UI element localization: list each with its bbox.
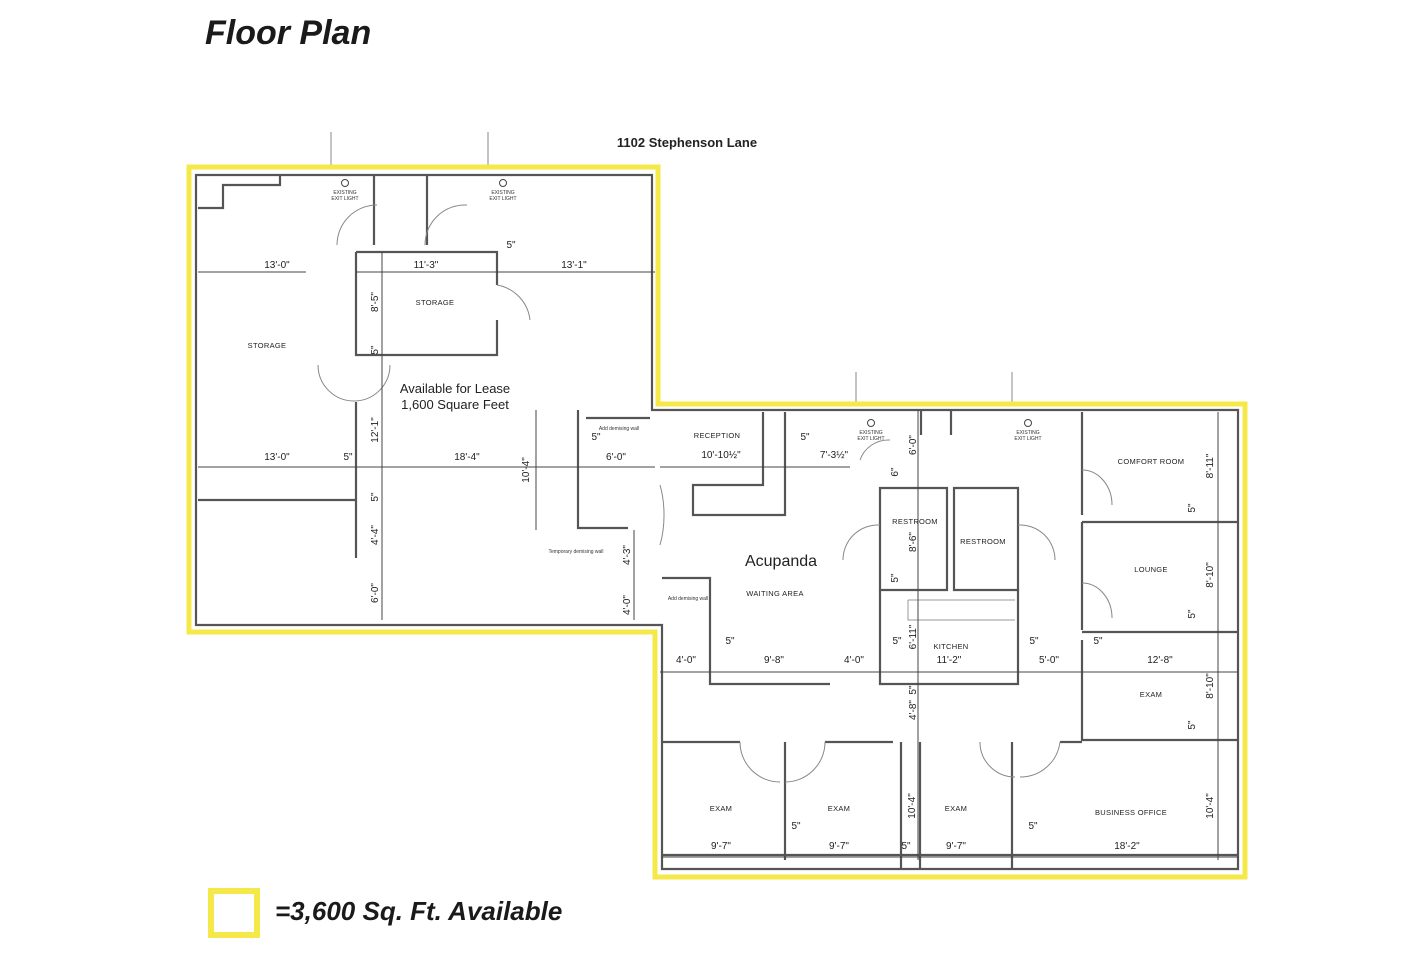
doors bbox=[317, 132, 1113, 783]
svg-text:EXIT LIGHT: EXIT LIGHT bbox=[489, 196, 516, 202]
svg-text:10'-10½": 10'-10½" bbox=[701, 450, 741, 461]
annotation-notes: Add demising wall Temporary demising wal… bbox=[548, 426, 708, 602]
svg-text:5": 5" bbox=[890, 573, 901, 583]
svg-text:6": 6" bbox=[890, 467, 901, 477]
svg-text:5": 5" bbox=[1028, 821, 1038, 832]
svg-text:11'-2": 11'-2" bbox=[937, 655, 962, 666]
svg-text:5": 5" bbox=[908, 685, 919, 695]
vertical-dimensions: 8'-5" 5" 12'-1" 5" 4'-4" 6'-0" 10'-4" 4'… bbox=[370, 292, 1216, 819]
svg-text:9'-7": 9'-7" bbox=[946, 841, 966, 852]
svg-text:Temporary demising wall: Temporary demising wall bbox=[548, 549, 603, 555]
svg-text:5": 5" bbox=[800, 432, 810, 443]
svg-text:5": 5" bbox=[506, 240, 516, 251]
svg-text:EXISTING: EXISTING bbox=[333, 190, 356, 196]
svg-text:8'-10": 8'-10" bbox=[1205, 562, 1216, 588]
room-label: WAITING AREA bbox=[746, 589, 804, 598]
svg-text:Add demising wall: Add demising wall bbox=[599, 426, 639, 432]
svg-text:9'-7": 9'-7" bbox=[711, 841, 731, 852]
room-label: STORAGE bbox=[416, 298, 455, 307]
svg-text:13'-1": 13'-1" bbox=[561, 260, 587, 271]
svg-text:11'-3": 11'-3" bbox=[414, 260, 439, 271]
svg-text:5": 5" bbox=[343, 452, 353, 463]
svg-text:12'-1": 12'-1" bbox=[370, 417, 381, 443]
room-label: RESTROOM bbox=[892, 517, 938, 526]
room-label: RECEPTION bbox=[694, 431, 740, 440]
svg-text:12'-8": 12'-8" bbox=[1147, 655, 1173, 666]
svg-text:8'-10": 8'-10" bbox=[1205, 673, 1216, 699]
room-label: STORAGE bbox=[248, 341, 287, 350]
legend-label: =3,600 Sq. Ft. Available bbox=[275, 896, 563, 926]
room-label: EXAM bbox=[828, 804, 850, 813]
svg-text:6'-11": 6'-11" bbox=[908, 624, 919, 649]
svg-text:4'-4": 4'-4" bbox=[370, 525, 381, 545]
room-label: EXAM bbox=[945, 804, 967, 813]
svg-text:EXISTING: EXISTING bbox=[1016, 430, 1039, 436]
svg-text:6'-0": 6'-0" bbox=[908, 435, 919, 455]
room-label: KITCHEN bbox=[933, 642, 968, 651]
svg-text:Add demising wall: Add demising wall bbox=[668, 596, 708, 602]
horizontal-dimensions: 13'-0" 11'-3" 13'-1" 5" 13'-0" 5" 18'-4"… bbox=[264, 240, 1173, 852]
svg-text:EXIT LIGHT: EXIT LIGHT bbox=[1014, 436, 1041, 442]
room-label: COMFORT ROOM bbox=[1118, 457, 1185, 466]
room-label: LOUNGE bbox=[1134, 565, 1167, 574]
svg-text:4'-3": 4'-3" bbox=[622, 545, 633, 565]
room-labels: STORAGE STORAGE RECEPTION WAITING AREA R… bbox=[248, 298, 1185, 817]
room-label: EXAM bbox=[1140, 690, 1162, 699]
svg-text:EXIT LIGHT: EXIT LIGHT bbox=[331, 196, 358, 202]
svg-text:4'-0": 4'-0" bbox=[844, 655, 864, 666]
tenant-label: Acupanda bbox=[745, 553, 817, 570]
svg-text:5": 5" bbox=[1187, 609, 1198, 619]
svg-text:EXISTING: EXISTING bbox=[859, 430, 882, 436]
svg-text:4'-0": 4'-0" bbox=[622, 595, 633, 615]
address-label: 1102 Stephenson Lane bbox=[617, 135, 757, 150]
svg-text:5": 5" bbox=[791, 821, 801, 832]
lease-note-line1: Available for Lease bbox=[400, 381, 510, 396]
svg-text:5": 5" bbox=[591, 432, 601, 443]
room-label: RESTROOM bbox=[960, 537, 1006, 546]
svg-text:7'-3½": 7'-3½" bbox=[820, 450, 849, 461]
svg-text:5": 5" bbox=[892, 636, 902, 647]
svg-text:5": 5" bbox=[725, 636, 735, 647]
lease-note-line2: 1,600 Square Feet bbox=[401, 397, 509, 412]
svg-text:4'-0": 4'-0" bbox=[676, 655, 696, 666]
svg-text:9'-7": 9'-7" bbox=[829, 841, 849, 852]
svg-text:6'-0": 6'-0" bbox=[370, 583, 381, 603]
page-title: Floor Plan bbox=[205, 14, 372, 52]
svg-text:5": 5" bbox=[901, 841, 911, 852]
walls bbox=[189, 168, 1240, 871]
svg-text:18'-2": 18'-2" bbox=[1114, 841, 1140, 852]
svg-text:18'-4": 18'-4" bbox=[454, 452, 480, 463]
svg-text:5'-0": 5'-0" bbox=[1039, 655, 1059, 666]
legend-swatch bbox=[208, 888, 260, 938]
svg-text:5": 5" bbox=[1187, 720, 1198, 730]
svg-text:10'-4": 10'-4" bbox=[521, 457, 532, 483]
svg-text:EXIT LIGHT: EXIT LIGHT bbox=[857, 436, 884, 442]
room-label: BUSINESS OFFICE bbox=[1095, 808, 1167, 817]
svg-text:13'-0": 13'-0" bbox=[264, 452, 290, 463]
available-area-outline bbox=[186, 164, 1248, 880]
dimension-lines bbox=[198, 252, 1238, 860]
svg-text:5": 5" bbox=[1093, 636, 1103, 647]
room-label: EXAM bbox=[710, 804, 732, 813]
svg-text:8'-6": 8'-6" bbox=[908, 532, 919, 552]
svg-text:13'-0": 13'-0" bbox=[264, 260, 290, 271]
svg-text:4'-8": 4'-8" bbox=[908, 700, 919, 720]
svg-text:6'-0": 6'-0" bbox=[606, 452, 626, 463]
svg-text:EXISTING: EXISTING bbox=[491, 190, 514, 196]
svg-text:5": 5" bbox=[1029, 636, 1039, 647]
svg-text:10'-4": 10'-4" bbox=[1205, 793, 1216, 819]
svg-text:9'-8": 9'-8" bbox=[764, 655, 784, 666]
svg-text:10'-4": 10'-4" bbox=[907, 793, 918, 819]
svg-text:5": 5" bbox=[370, 345, 381, 355]
svg-text:5": 5" bbox=[1187, 503, 1198, 513]
svg-text:5": 5" bbox=[370, 492, 381, 502]
svg-text:8'-11": 8'-11" bbox=[1205, 453, 1216, 478]
svg-text:8'-5": 8'-5" bbox=[370, 292, 381, 312]
